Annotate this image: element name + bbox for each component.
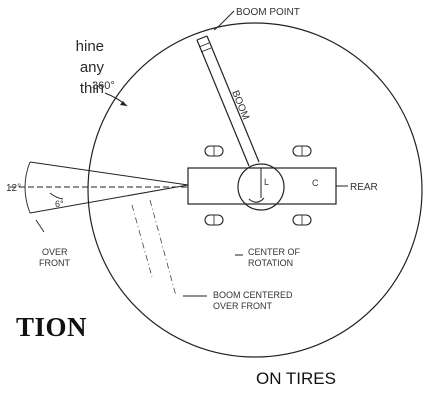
angle-12-label: 12° (6, 183, 21, 194)
center-of-rotation-label: ROTATION (248, 258, 293, 268)
center-arc (248, 197, 265, 203)
angle-6-label: 6° (55, 199, 64, 209)
angle-360-label: 360° (92, 80, 115, 92)
rear-label: REAR (350, 182, 378, 193)
boom-centered-label: BOOM CENTERED (213, 290, 293, 300)
diagram-caption: ON TIRES (256, 369, 336, 388)
boom-edge (206, 35, 260, 163)
fan-arc-12 (24, 161, 31, 214)
over-front-label: OVER (42, 247, 68, 257)
center-of-rotation-label: CENTER OF (248, 247, 301, 257)
over-front-label: FRONT (39, 258, 70, 268)
text-line: thin (79, 80, 104, 97)
mark-c: C (312, 178, 319, 188)
fan-arc-6 (49, 192, 64, 200)
tire-center-lines (213, 146, 303, 225)
boom-tip (196, 35, 208, 41)
boom-tip-detail (198, 42, 212, 53)
boom-label: BOOM (229, 89, 251, 121)
fan-lower-line (29, 184, 189, 214)
boom-point-leader (213, 10, 235, 31)
text-line: any (79, 59, 104, 76)
mark-l: L (264, 177, 269, 187)
arrow-head (120, 101, 127, 106)
boom-centered-label: OVER FRONT (213, 301, 273, 311)
boom-edge (196, 39, 250, 167)
cropped-text-block: hine any thin (0, 36, 104, 99)
construction-line (131, 204, 153, 278)
boom-point-label: BOOM POINT (236, 7, 300, 18)
rotation-circle (87, 22, 423, 358)
construction-line (149, 199, 177, 297)
cropped-heading: TION (16, 312, 88, 342)
fan-tick (35, 219, 45, 233)
turntable (237, 163, 285, 211)
text-line: hine (75, 38, 104, 55)
fan-upper-line (29, 161, 189, 186)
